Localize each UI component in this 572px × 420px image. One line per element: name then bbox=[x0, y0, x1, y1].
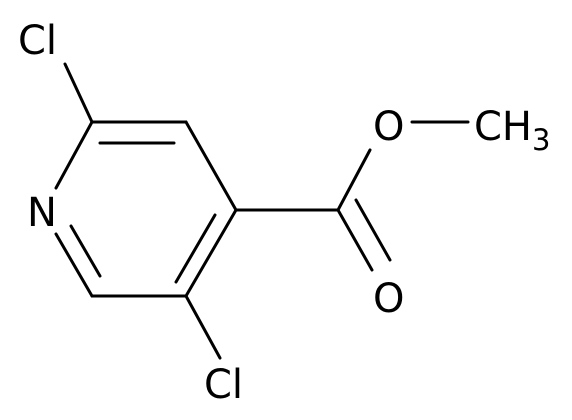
bond-c3-c4 bbox=[184, 120, 238, 212]
atom-n-ring: N bbox=[27, 190, 57, 236]
bond-c4-c5 bbox=[184, 208, 238, 298]
atom-ch3-subscript: 3 bbox=[532, 123, 550, 157]
bond-c2-cl bbox=[63, 62, 94, 124]
bond-cester-ocarbonyl-inner bbox=[354, 198, 392, 262]
atom-ch3: CH3 bbox=[474, 104, 550, 157]
bond-n-c2 bbox=[54, 120, 94, 190]
atom-o-carbonyl: O bbox=[373, 276, 404, 322]
bond-c5-cl bbox=[184, 294, 222, 360]
atom-ch3-main: CH bbox=[474, 104, 532, 150]
substituent-bonds bbox=[63, 62, 470, 360]
atom-cl-top: Cl bbox=[18, 18, 57, 64]
atom-labels: Cl N Cl O O CH3 bbox=[18, 18, 550, 408]
bond-c6-n bbox=[54, 232, 94, 298]
atom-cl-bottom: Cl bbox=[204, 362, 243, 408]
bond-c6-n-inner bbox=[69, 224, 102, 278]
bond-cester-oether bbox=[336, 148, 372, 212]
pyridine-ring-bonds bbox=[54, 120, 238, 298]
atom-o-ether: O bbox=[373, 104, 404, 150]
bond-cester-ocarbonyl bbox=[336, 208, 374, 272]
bond-c4-c5-inner bbox=[174, 213, 217, 284]
